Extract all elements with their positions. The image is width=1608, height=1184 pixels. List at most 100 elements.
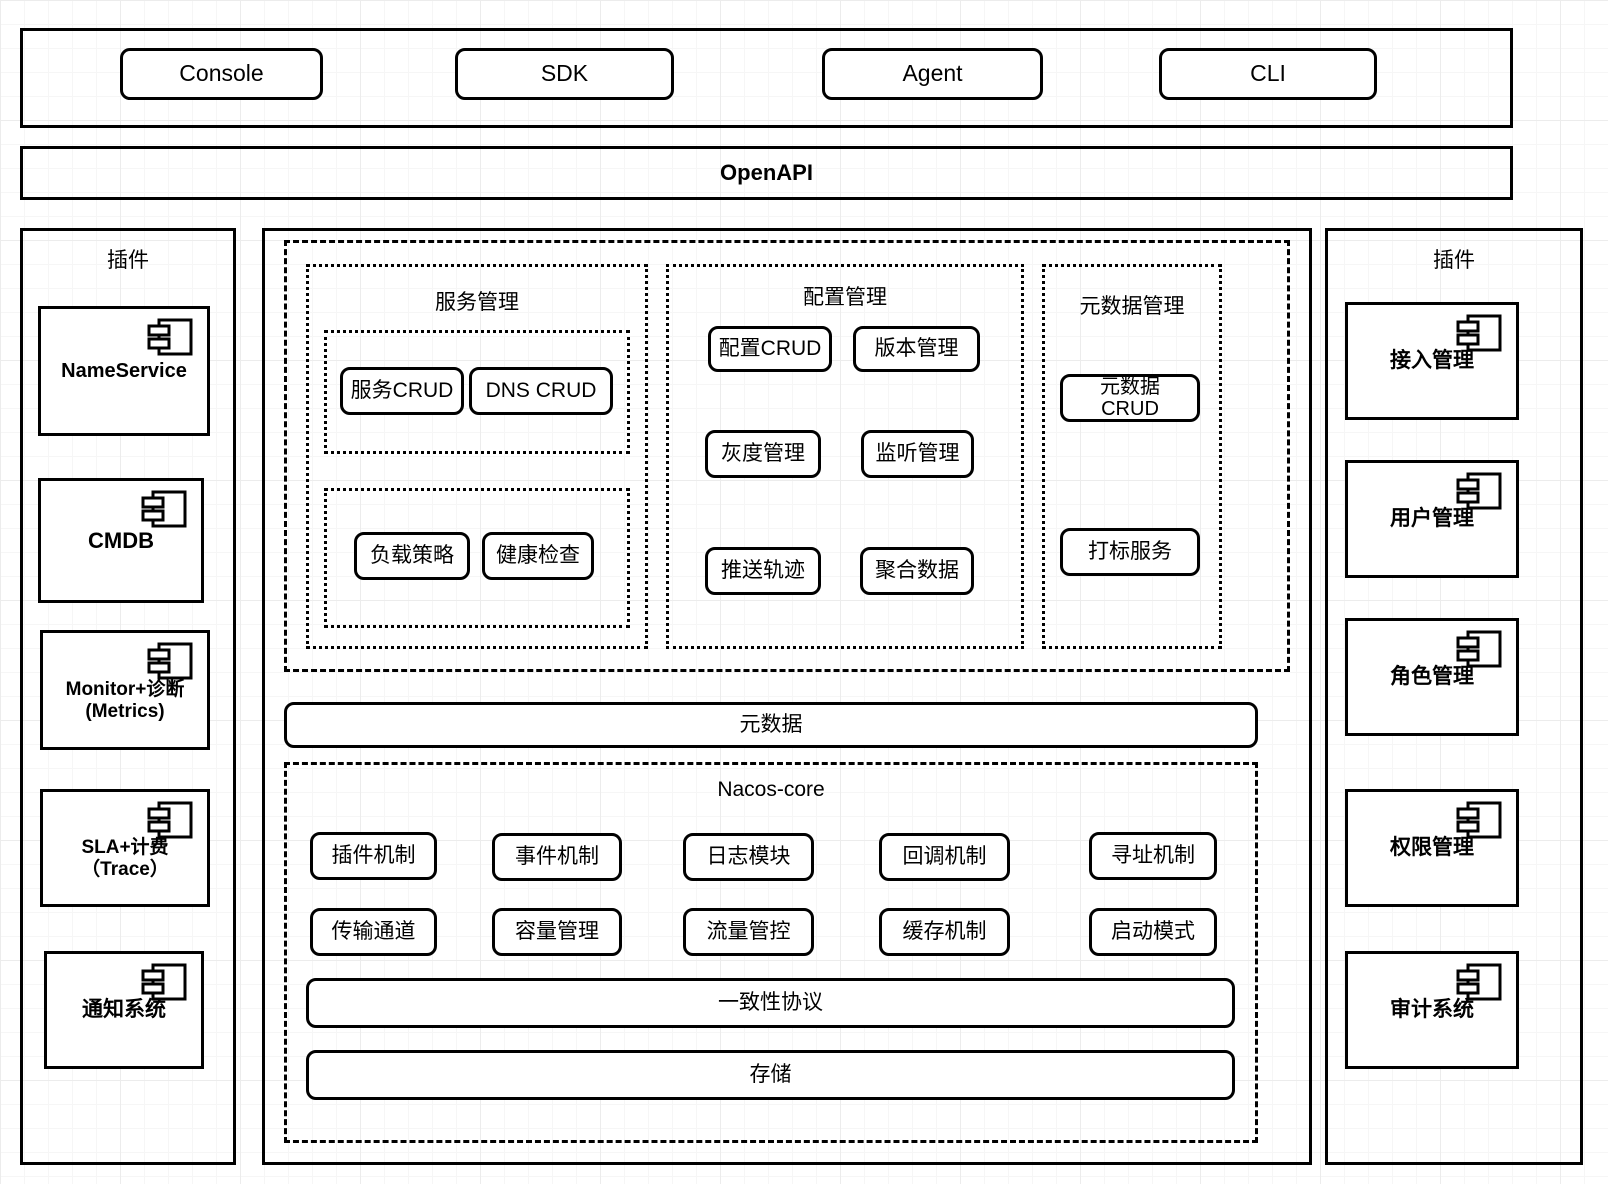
left-plugin-monitor[interactable]: Monitor+诊断 (Metrics) <box>40 630 210 750</box>
right-plugin-user-mgmt[interactable]: 用户管理 <box>1345 460 1519 578</box>
config-node-config-crud[interactable]: 配置CRUD <box>708 326 832 372</box>
left-plugin-notification[interactable]: 通知系统 <box>44 951 204 1069</box>
right-plugin-permission-mgmt-label: 权限管理 <box>1390 836 1474 860</box>
core-node-plugin-mechanism-label: 插件机制 <box>331 844 416 868</box>
metadata-node-tagging-service-label: 打标服务 <box>1088 540 1172 564</box>
config-node-aggregated-data-label: 聚合数据 <box>875 559 959 583</box>
left-plugin-notification-label: 通知系统 <box>82 998 166 1022</box>
access-node-console[interactable]: Console <box>120 48 323 100</box>
access-node-sdk-label: SDK <box>540 60 589 87</box>
core-node-consistency-protocol[interactable]: 一致性协议 <box>306 978 1235 1028</box>
left-plugin-cmdb-label: CMDB <box>88 527 154 553</box>
center-panel <box>262 228 1312 1165</box>
config-node-aggregated-data[interactable]: 聚合数据 <box>860 547 974 595</box>
core-node-log-module-label: 日志模块 <box>706 845 791 869</box>
openapi-layer: OpenAPI <box>20 146 1513 200</box>
service-node-dns-crud-label: DNS CRUD <box>485 379 597 403</box>
core-node-startup-mode[interactable]: 启动模式 <box>1089 908 1217 956</box>
right-plugin-access-mgmt-label: 接入管理 <box>1390 349 1474 373</box>
core-node-traffic-control[interactable]: 流量管控 <box>683 908 814 956</box>
service-management-title: 服务管理 <box>435 291 519 314</box>
service-management-section <box>306 264 648 649</box>
config-node-push-trace[interactable]: 推送轨迹 <box>705 547 821 595</box>
service-node-service-crud[interactable]: 服务CRUD <box>340 367 464 415</box>
config-node-push-trace-label: 推送轨迹 <box>721 559 805 583</box>
core-node-transport-channel-label: 传输通道 <box>331 920 416 944</box>
config-node-version-mgmt-label: 版本管理 <box>874 337 959 361</box>
right-plugin-permission-mgmt[interactable]: 权限管理 <box>1345 789 1519 907</box>
metadata-node-metadata-crud[interactable]: 元数据 CRUD <box>1060 374 1200 422</box>
uml-component-icon <box>147 801 193 839</box>
left-plugin-monitor-label-line1: Monitor+诊断 <box>65 679 185 701</box>
uml-component-icon <box>147 642 193 680</box>
left-plugin-sla[interactable]: SLA+计费 （Trace） <box>40 789 210 907</box>
access-node-cli[interactable]: CLI <box>1159 48 1377 100</box>
service-node-dns-crud[interactable]: DNS CRUD <box>469 367 613 415</box>
metadata-management-title: 元数据管理 <box>1079 295 1185 318</box>
core-node-log-module[interactable]: 日志模块 <box>683 833 814 881</box>
right-plugin-user-mgmt-label: 用户管理 <box>1390 507 1474 531</box>
core-node-cache-mechanism[interactable]: 缓存机制 <box>879 908 1010 956</box>
core-node-transport-channel[interactable]: 传输通道 <box>310 908 437 956</box>
service-node-load-strategy[interactable]: 负载策略 <box>354 532 470 580</box>
metadata-node-metadata-crud-line1: 元数据 <box>1100 375 1160 398</box>
access-node-console-label: Console <box>179 60 264 87</box>
config-node-version-mgmt[interactable]: 版本管理 <box>853 326 980 372</box>
right-plugin-role-mgmt[interactable]: 角色管理 <box>1345 618 1519 736</box>
core-node-capacity-management-label: 容量管理 <box>515 920 599 944</box>
left-plugin-sla-label-line1: SLA+计费 <box>81 837 169 859</box>
right-plugin-access-mgmt[interactable]: 接入管理 <box>1345 302 1519 420</box>
right-plugins-title: 插件 <box>1433 249 1475 272</box>
access-node-agent[interactable]: Agent <box>822 48 1043 100</box>
core-node-consistency-protocol-label: 一致性协议 <box>718 991 823 1015</box>
uml-component-icon <box>1456 630 1502 668</box>
config-node-gray-mgmt[interactable]: 灰度管理 <box>705 430 821 478</box>
core-node-traffic-control-label: 流量管控 <box>706 920 791 944</box>
left-plugin-monitor-label-line2: (Metrics) <box>85 701 165 722</box>
metadata-bar-label: 元数据 <box>739 713 803 737</box>
core-node-callback-mechanism-label: 回调机制 <box>902 845 987 869</box>
right-plugins-panel <box>1325 228 1583 1165</box>
core-node-startup-mode-label: 启动模式 <box>1111 920 1195 944</box>
core-node-cache-mechanism-label: 缓存机制 <box>902 920 987 944</box>
openapi-label: OpenAPI <box>720 160 813 185</box>
access-layer-container <box>20 28 1513 128</box>
core-node-storage[interactable]: 存储 <box>306 1050 1235 1100</box>
config-management-section <box>666 264 1024 649</box>
right-plugin-role-mgmt-label: 角色管理 <box>1390 665 1474 689</box>
nacos-core-title: Nacos-core <box>717 778 825 801</box>
metadata-bar[interactable]: 元数据 <box>284 702 1258 748</box>
uml-component-icon <box>1456 801 1502 839</box>
core-node-capacity-management[interactable]: 容量管理 <box>492 908 622 956</box>
service-node-health-check-label: 健康检查 <box>496 544 580 568</box>
left-plugin-nameservice[interactable]: NameService <box>38 306 210 436</box>
core-node-callback-mechanism[interactable]: 回调机制 <box>879 833 1010 881</box>
access-node-agent-label: Agent <box>902 60 963 87</box>
service-management-group-1 <box>324 330 630 454</box>
core-node-storage-label: 存储 <box>749 1063 792 1087</box>
metadata-node-tagging-service[interactable]: 打标服务 <box>1060 528 1200 576</box>
uml-component-icon <box>1456 963 1502 1001</box>
config-node-listen-mgmt[interactable]: 监听管理 <box>861 430 974 478</box>
access-node-sdk[interactable]: SDK <box>455 48 674 100</box>
nacos-core-container <box>284 762 1258 1143</box>
metadata-management-section <box>1042 264 1222 649</box>
core-node-plugin-mechanism[interactable]: 插件机制 <box>310 832 437 880</box>
service-node-service-crud-label: 服务CRUD <box>350 379 454 403</box>
left-plugins-panel <box>20 228 236 1165</box>
config-node-listen-mgmt-label: 监听管理 <box>875 442 960 466</box>
left-plugin-cmdb[interactable]: CMDB <box>38 478 204 603</box>
right-plugin-audit-system-label: 审计系统 <box>1390 998 1474 1022</box>
config-management-title: 配置管理 <box>803 286 887 309</box>
service-node-health-check[interactable]: 健康检查 <box>482 532 594 580</box>
right-plugin-audit-system[interactable]: 审计系统 <box>1345 951 1519 1069</box>
uml-component-icon <box>1456 314 1502 352</box>
core-node-event-mechanism[interactable]: 事件机制 <box>492 833 622 881</box>
config-node-config-crud-label: 配置CRUD <box>718 337 822 361</box>
core-node-event-mechanism-label: 事件机制 <box>515 845 599 869</box>
uml-component-icon <box>141 963 187 1001</box>
metadata-node-metadata-crud-line2: CRUD <box>1101 398 1159 420</box>
uml-component-icon <box>141 490 187 528</box>
uml-component-icon <box>1456 472 1502 510</box>
core-node-addressing-mechanism[interactable]: 寻址机制 <box>1089 832 1217 880</box>
